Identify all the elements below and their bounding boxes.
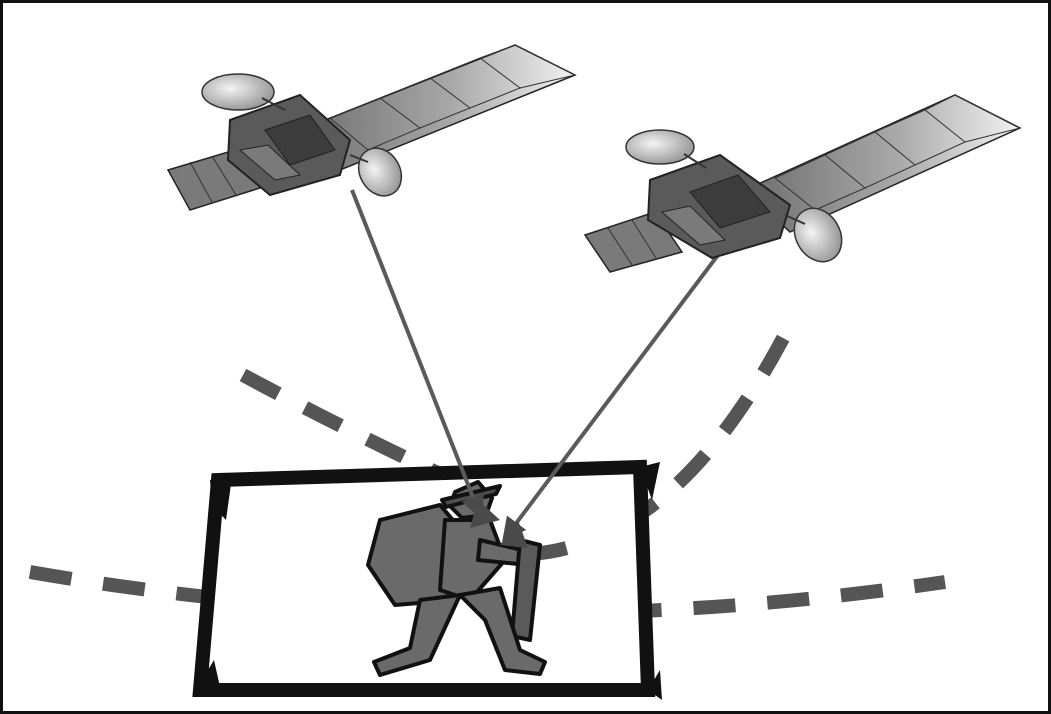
signal-arrow-2 (502, 253, 720, 542)
satellite-icon-right (583, 94, 1022, 273)
arrow-head-1 (470, 500, 500, 528)
arrow-head-2 (500, 520, 528, 548)
signal-arrow-1 (350, 189, 485, 520)
satellite-icon-left (166, 44, 577, 211)
